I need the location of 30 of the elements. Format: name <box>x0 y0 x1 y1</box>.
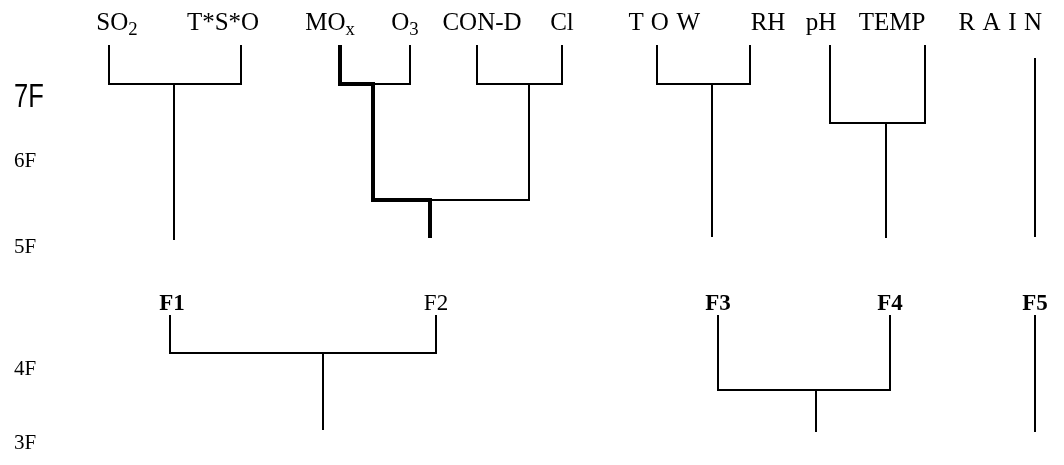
tree-branch-line <box>815 314 891 433</box>
variable-label: CON-D <box>442 7 522 37</box>
variable-label: T*S*O <box>186 7 260 37</box>
variable-label: F3 <box>705 289 731 317</box>
variable-label: F1 <box>159 289 185 317</box>
tree-branch-line <box>711 44 751 238</box>
level-label: 7F <box>14 78 44 112</box>
variable-label: pH <box>805 7 837 37</box>
tree-branch-line <box>1034 57 1036 238</box>
variable-label: TOW <box>628 7 708 37</box>
level-label: 6F <box>14 150 37 171</box>
level-label: 3F <box>14 432 37 453</box>
tree-branch-line <box>429 44 563 239</box>
variable-label: MO$_{x}$ <box>305 7 355 38</box>
variable-label: F2 <box>423 289 449 317</box>
variable-label: O$_{3}$ <box>391 7 419 38</box>
variable-label: Cl <box>550 7 574 37</box>
tree-branch-line <box>1034 314 1036 433</box>
variable-label: SO$_{2}$ <box>96 7 138 38</box>
level-label: 4F <box>14 358 37 379</box>
tree-branch-line <box>338 45 432 238</box>
tree-branch-line <box>885 44 926 239</box>
tree-branch-line <box>173 44 242 241</box>
variable-label: F4 <box>877 289 903 317</box>
tree-branch-line <box>322 314 437 431</box>
variable-label: F5 <box>1022 289 1048 317</box>
variable-label: TEMP <box>858 7 926 37</box>
variable-label: RAIN <box>958 7 1050 37</box>
level-label: 5F <box>14 236 37 257</box>
variable-label: RH <box>750 7 786 37</box>
